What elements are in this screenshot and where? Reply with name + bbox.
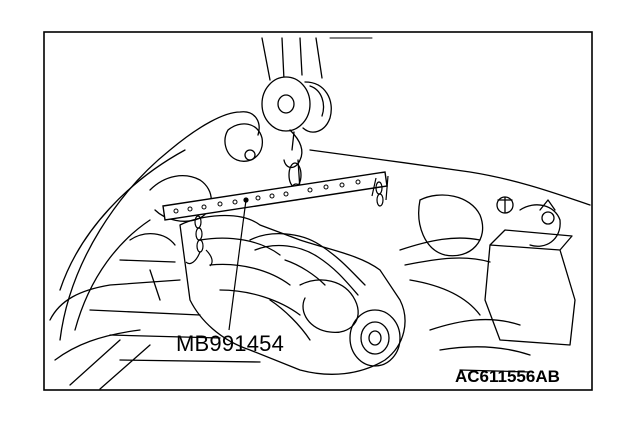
intake-pipe [249,233,366,296]
callout-leader [228,199,247,331]
fender-left [59,149,186,331]
side-chains [185,175,389,267]
strut-right [519,199,561,247]
hoist-chains [261,37,323,81]
front-grille [69,309,261,390]
figure-code-label: AC611556AB [455,367,560,386]
engine-block [179,214,406,375]
bumper-outline [49,279,181,361]
wire-harness [399,237,491,316]
hoist-pulley [261,76,311,132]
reservoir-left [224,123,263,162]
hose-loop [299,279,359,333]
bay-top-edge [309,149,591,206]
battery-box [484,229,576,346]
tool-callout-label: MB991454 [176,331,285,356]
hood-outline [59,111,260,341]
crank-pulley [349,309,401,367]
